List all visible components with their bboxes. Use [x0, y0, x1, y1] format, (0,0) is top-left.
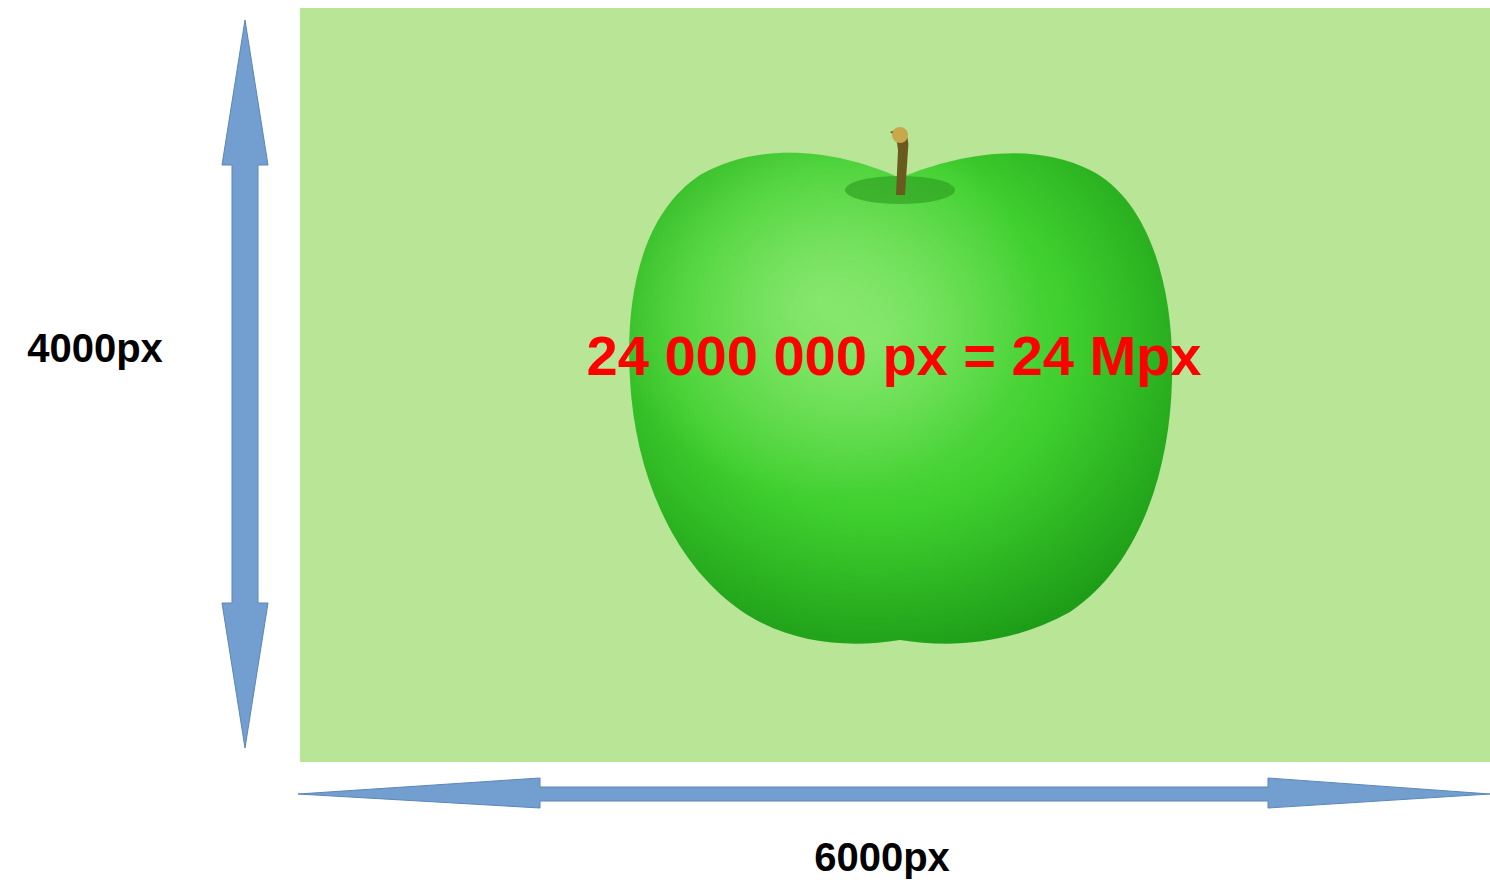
megapixel-label: 24 000 000 px = 24 Mpx: [587, 324, 1202, 388]
photo-background: [300, 8, 1490, 762]
apple: [629, 153, 1172, 644]
apple-stem: [890, 128, 908, 195]
height-dimension: 4000px: [27, 325, 163, 371]
width-dimension: 6000px: [814, 834, 950, 880]
apple-highlight: [629, 153, 1172, 644]
width-arrow: [298, 778, 1490, 808]
stem-tip: [892, 127, 908, 143]
height-arrow: [222, 20, 268, 748]
